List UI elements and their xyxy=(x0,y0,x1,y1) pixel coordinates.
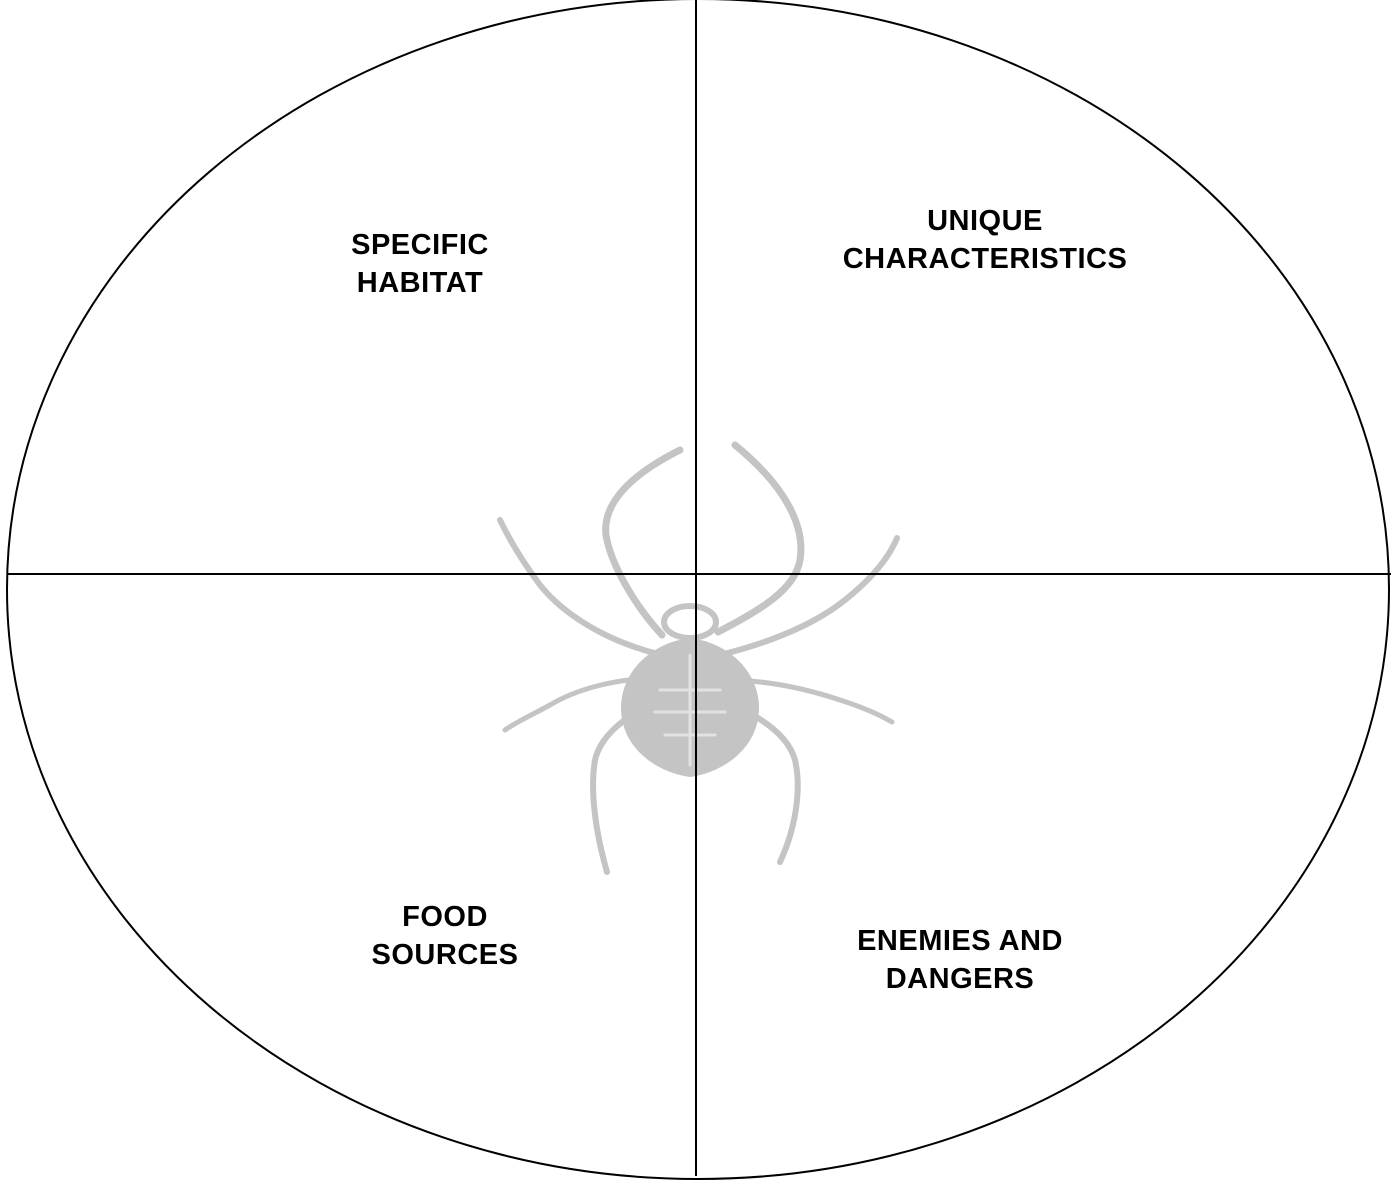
spider-head xyxy=(664,606,716,638)
quadrant-label-line: ENEMIES AND xyxy=(820,922,1100,960)
quadrant-label-line: SOURCES xyxy=(320,936,570,974)
quadrant-label-unique-characteristics: UNIQUE CHARACTERISTICS xyxy=(800,202,1170,278)
spider-leg xyxy=(718,445,801,632)
spider-icon xyxy=(500,445,897,872)
quadrant-label-line: DANGERS xyxy=(820,960,1100,998)
quadrant-label-specific-habitat: SPECIFIC HABITAT xyxy=(300,226,540,302)
quadrant-label-line: HABITAT xyxy=(300,264,540,302)
quadrant-label-enemies-and-dangers: ENEMIES AND DANGERS xyxy=(820,922,1100,998)
spider-leg xyxy=(720,538,897,655)
quadrant-label-line: CHARACTERISTICS xyxy=(800,240,1170,278)
spider-leg xyxy=(606,450,680,635)
quadrant-label-line: UNIQUE xyxy=(800,202,1170,240)
outer-ellipse xyxy=(7,0,1389,1179)
quadrant-label-line: SPECIFIC xyxy=(300,226,540,264)
quadrant-label-line: FOOD xyxy=(320,898,570,936)
spider-leg xyxy=(500,520,662,655)
quadrant-label-food-sources: FOOD SOURCES xyxy=(320,898,570,974)
